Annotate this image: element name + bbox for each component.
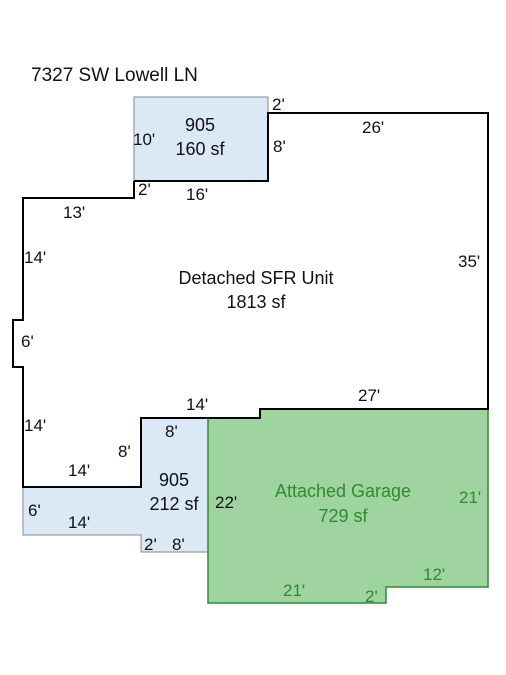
bottom-room-code: 905 — [159, 470, 189, 490]
main-unit-name: Detached SFR Unit — [178, 268, 333, 288]
dim-garage-top-27: 27' — [358, 386, 380, 405]
dim-top-room-left: 10' — [133, 130, 155, 149]
dim-garage-bottom-2: 2' — [365, 587, 378, 606]
dim-garage-bottom-12: 12' — [423, 565, 445, 584]
main-house-outline — [12, 112, 489, 488]
dim-garage-right-21: 21' — [459, 488, 481, 507]
dim-top-right-2: 2' — [272, 95, 285, 114]
dim-top-main: 26' — [362, 118, 384, 137]
dim-inner-14: 14' — [186, 395, 208, 414]
dim-top-left-13: 13' — [63, 203, 85, 222]
dim-top-room-right: 8' — [273, 137, 286, 156]
dim-bottom-main-14: 14' — [68, 461, 90, 480]
dim-left-upper-14: 14' — [24, 248, 46, 267]
dim-garage-bottom-21: 21' — [283, 581, 305, 600]
top-room-area-label: 160 sf — [175, 139, 225, 159]
dim-inner-8-left: 8' — [118, 442, 131, 461]
dim-bottom-room-8: 8' — [172, 535, 185, 554]
bottom-room-area-label: 212 sf — [149, 494, 199, 514]
garage-area-label: 729 sf — [318, 506, 368, 526]
dim-bottom-room-6: 6' — [28, 501, 41, 520]
dim-left-lower-14: 14' — [24, 416, 46, 435]
dim-left-bump-6: 6' — [21, 332, 34, 351]
property-address: 7327 SW Lowell LN — [31, 65, 198, 86]
main-unit-area: 1813 sf — [226, 292, 286, 312]
dim-right-main: 35' — [458, 252, 480, 271]
dim-bottom-room-14: 14' — [68, 513, 90, 532]
dim-top-16: 16' — [186, 185, 208, 204]
dim-garage-left-22: 22' — [215, 493, 237, 512]
dim-inner-8-top: 8' — [165, 422, 178, 441]
dim-step-2: 2' — [138, 180, 151, 199]
garage-name: Attached Garage — [275, 481, 411, 501]
dim-bottom-room-2: 2' — [144, 535, 157, 554]
top-room-code: 905 — [185, 115, 215, 135]
